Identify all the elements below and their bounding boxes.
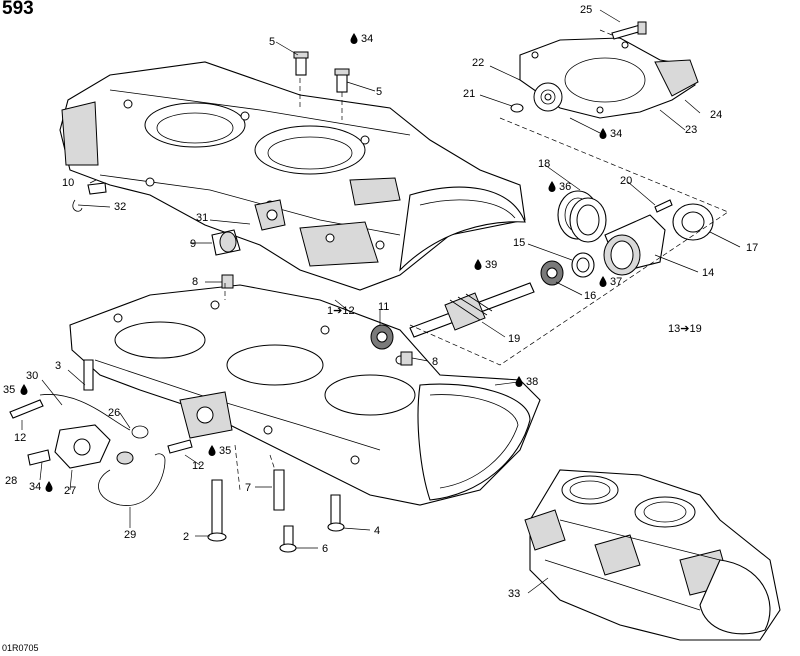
callout-8b: 8 [432, 356, 438, 368]
seal-stack [540, 190, 714, 286]
callout-4: 4 [374, 525, 380, 537]
callout-labels: 5 5 34 25 22 21 24 23 34 18 36 20 17 15 … [3, 4, 758, 600]
callout-10: 10 [62, 177, 74, 189]
screws [293, 21, 673, 213]
drop-icon [474, 259, 482, 270]
callout-32: 32 [114, 201, 126, 213]
drop-icon [350, 33, 358, 44]
callout-33: 33 [508, 588, 520, 600]
callout-19: 19 [508, 333, 520, 345]
pump-shaft [370, 282, 535, 350]
callout-20: 20 [620, 175, 632, 187]
callout-24: 24 [710, 109, 722, 121]
callout-30: 30 [26, 370, 38, 382]
leader-lines [21, 9, 741, 594]
callout-11: 11 [378, 301, 389, 313]
studs [83, 359, 345, 553]
drop-icon [599, 276, 607, 287]
callout-3: 3 [55, 360, 61, 372]
callout-26: 26 [108, 407, 120, 419]
callout-16: 16 [584, 290, 596, 302]
callout-5b: 5 [376, 86, 382, 98]
callout-18: 18 [538, 158, 550, 170]
drop-icon [208, 445, 216, 456]
diagram-title: 593 [2, 0, 34, 19]
drop-icon [599, 128, 607, 139]
lower-crankcase [69, 284, 541, 506]
callout-36: 36 [559, 181, 571, 193]
callout-23: 23 [685, 124, 697, 136]
callout-5a: 5 [269, 36, 275, 48]
callout-35a: 35 [3, 384, 15, 396]
callout-35b: 35 [219, 445, 231, 457]
callout-25: 25 [580, 4, 592, 16]
callout-31: 31 [196, 212, 208, 224]
callout-2: 2 [183, 531, 189, 543]
drop-icon [45, 481, 53, 492]
fitting-assembly [9, 394, 193, 506]
callout-14: 14 [702, 267, 714, 279]
callout-34c: 34 [29, 481, 41, 493]
pump-housing [510, 37, 699, 119]
callout-34a: 34 [361, 33, 373, 45]
callout-15: 15 [513, 237, 525, 249]
callout-39: 39 [485, 259, 497, 271]
callout-1-12: 1➔12 [327, 305, 355, 317]
callout-12b: 12 [192, 460, 204, 472]
drawing-code: 01R0705 [2, 643, 39, 653]
callout-28: 28 [5, 475, 17, 487]
callout-21: 21 [463, 88, 475, 100]
callout-9: 9 [190, 238, 196, 250]
drop-icon [548, 181, 556, 192]
callout-38: 38 [526, 376, 538, 388]
callout-17: 17 [746, 242, 758, 254]
callout-7: 7 [245, 482, 251, 494]
callout-13-19: 13➔19 [668, 323, 702, 335]
engine-assembly [524, 469, 781, 641]
guide-lines [224, 29, 729, 491]
callout-34b: 34 [610, 128, 622, 140]
callout-22: 22 [472, 57, 484, 69]
callout-6: 6 [322, 543, 328, 555]
callout-12a: 12 [14, 432, 26, 444]
small-parts [72, 182, 413, 366]
callout-37: 37 [610, 276, 622, 288]
drop-icon [20, 384, 28, 395]
upper-crankcase [59, 61, 526, 291]
callout-27: 27 [64, 485, 76, 497]
callout-29: 29 [124, 529, 136, 541]
drop-icon [515, 376, 523, 387]
callout-8a: 8 [192, 276, 198, 288]
